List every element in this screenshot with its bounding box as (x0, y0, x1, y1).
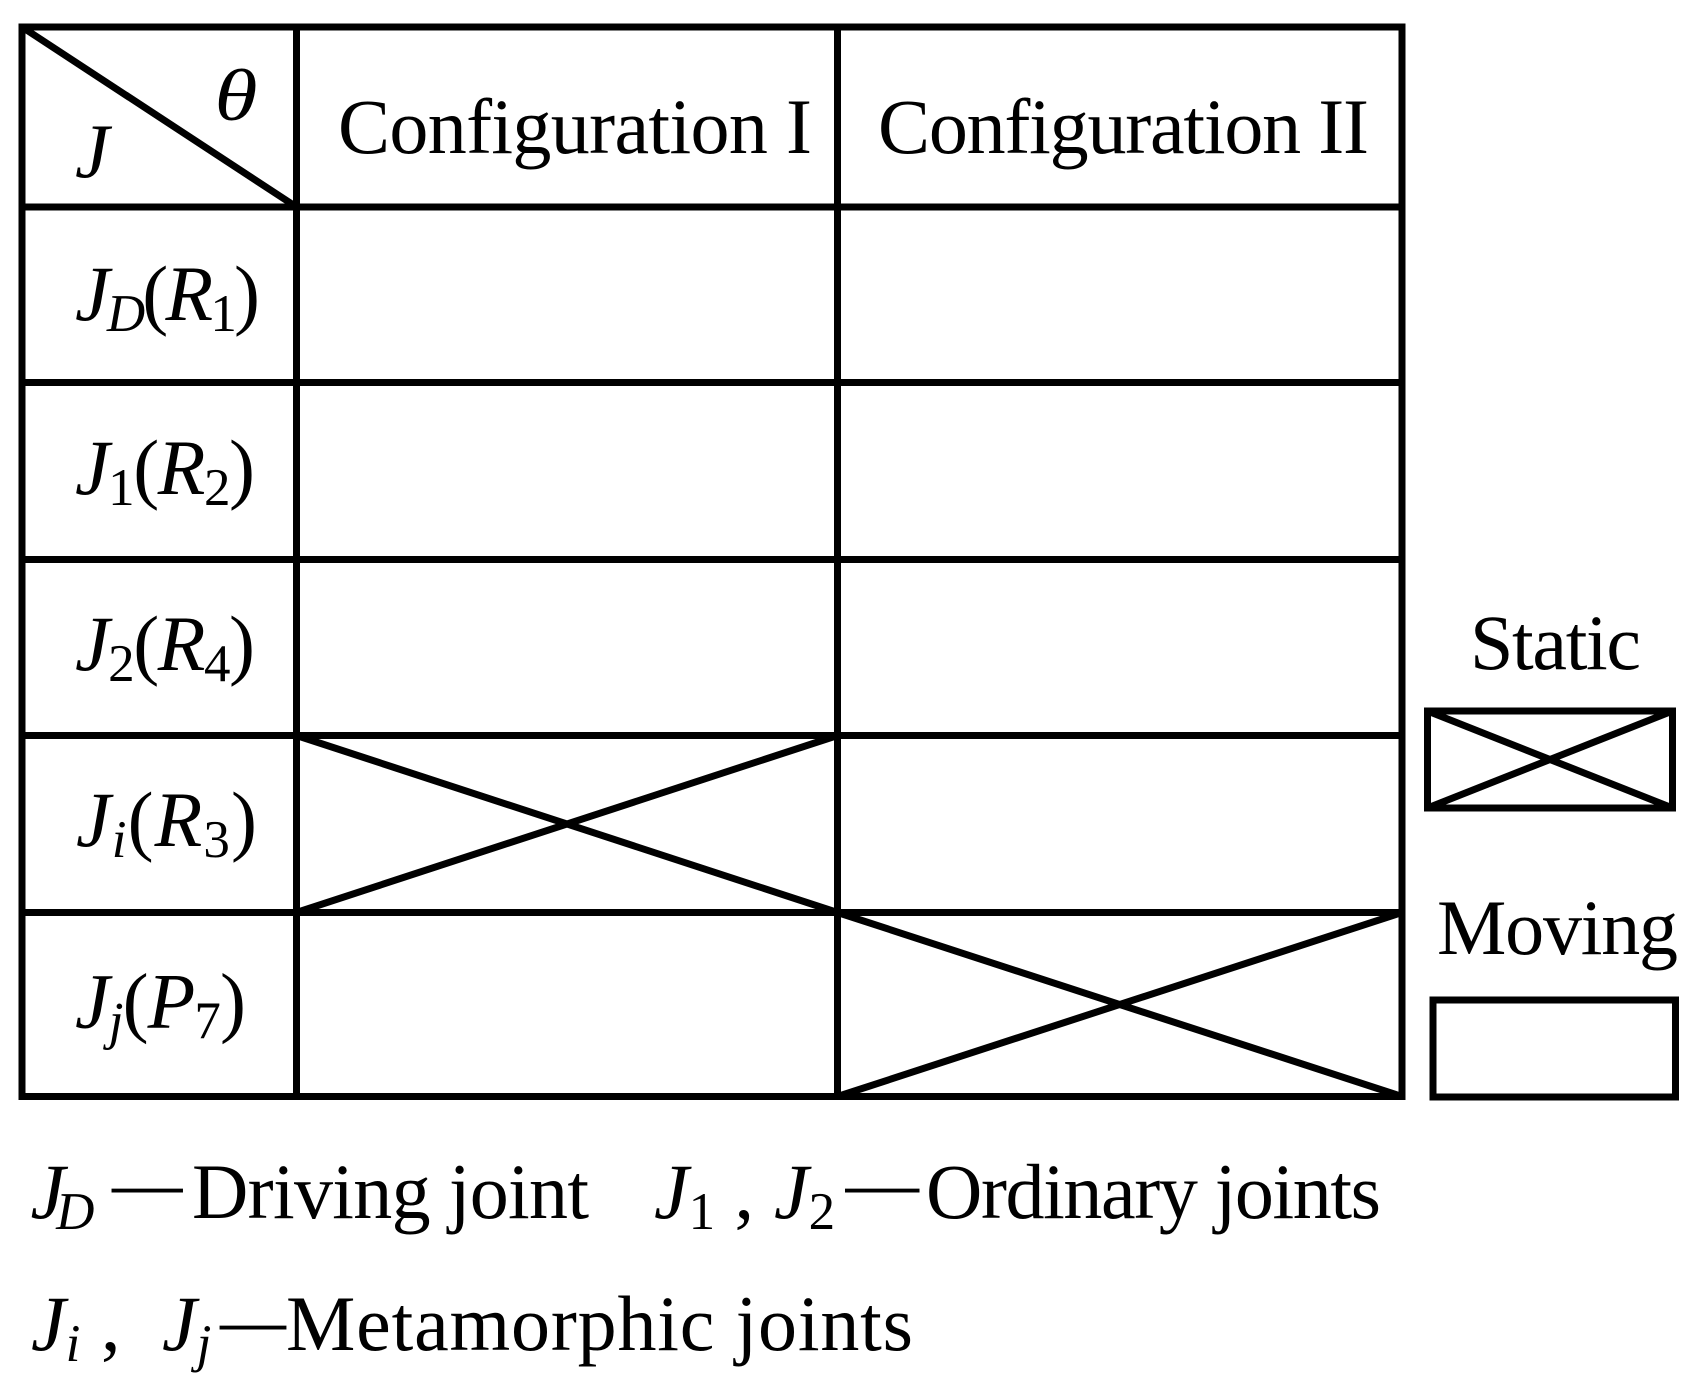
svg-text:,: , (101, 1280, 121, 1367)
svg-text:—: — (111, 1139, 183, 1226)
svg-text:Ji(R3): Ji(R3) (76, 776, 257, 869)
svg-text:Ordinary joints: Ordinary joints (926, 1148, 1381, 1235)
svg-text:—: — (219, 1276, 287, 1363)
svg-text:J1: J1 (654, 1148, 715, 1241)
svg-text:J1(R2): J1(R2) (75, 424, 255, 517)
svg-text:Configuration II: Configuration II (878, 83, 1369, 170)
svg-text:JD(R1): JD(R1) (75, 250, 260, 343)
svg-text:—: — (845, 1139, 920, 1226)
svg-text:J: J (75, 108, 113, 194)
svg-text:J2: J2 (774, 1148, 835, 1241)
svg-text:Moving: Moving (1437, 884, 1678, 971)
svg-text:,: , (735, 1148, 755, 1235)
svg-text:Driving joint: Driving joint (192, 1148, 589, 1235)
svg-text:JD: JD (31, 1148, 95, 1241)
svg-text:J2(R4): J2(R4) (75, 600, 255, 693)
svg-text:θ: θ (215, 55, 258, 136)
svg-text:Configuration I: Configuration I (338, 83, 812, 170)
svg-text:Jj: Jj (162, 1280, 211, 1373)
svg-text:Static: Static (1470, 599, 1641, 686)
svg-text:Jj(P7): Jj(P7) (75, 958, 246, 1051)
svg-text:Ji: Ji (31, 1280, 80, 1373)
svg-text:Metamorphic joints: Metamorphic joints (286, 1280, 913, 1367)
